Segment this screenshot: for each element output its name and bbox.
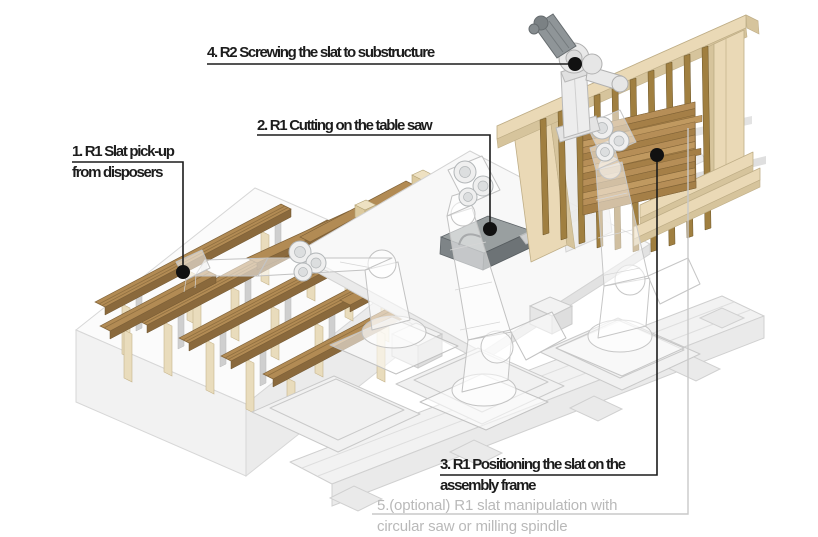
leader-step2 bbox=[257, 134, 491, 229]
anchor-dot-step3 bbox=[650, 148, 664, 162]
frame-right-upright bbox=[713, 29, 745, 173]
callout-step-3-line-1: 3. R1 Positioning the slat on the bbox=[440, 456, 626, 473]
callout-step-1-line-1: 1. R1 Slat pick-up bbox=[72, 143, 175, 160]
screwdriver-tool bbox=[528, 13, 577, 59]
anchor-dot-step1 bbox=[176, 265, 190, 279]
frame-bottom-rail bbox=[633, 151, 761, 247]
callout-step-4: 4. R2 Screwing the slat to substructure bbox=[207, 42, 435, 63]
leader-step5 bbox=[372, 128, 689, 515]
track-feet bbox=[328, 307, 746, 512]
leader-lines bbox=[72, 63, 689, 515]
callout-step-1: 1. R1 Slat pick-up from disposers bbox=[72, 141, 175, 183]
anchor-dot-step2 bbox=[483, 222, 497, 236]
anchor-dots bbox=[176, 57, 664, 279]
callout-step-2: 2. R1 Cutting on the table saw bbox=[257, 115, 433, 136]
robot-r1-cutting-ghost bbox=[419, 155, 567, 431]
callout-step-1-line-2: from disposers bbox=[72, 164, 163, 181]
leader-step3 bbox=[440, 155, 658, 476]
anchor-dot-step4 bbox=[568, 57, 582, 71]
callout-step-3: 3. R1 Positioning the slat on the assemb… bbox=[440, 454, 626, 496]
callout-step-5-line-1: 5.(optional) R1 slat manipulation with bbox=[377, 497, 618, 514]
callout-step-3-line-2: assembly frame bbox=[440, 477, 537, 494]
callout-step-2-line-1: 2. R1 Cutting on the table saw bbox=[257, 117, 433, 134]
callout-step-5-line-2: circular saw or milling spindle bbox=[377, 518, 568, 535]
robot-r1-pickup-ghost bbox=[175, 240, 459, 375]
leader-step1 bbox=[72, 161, 184, 272]
robot-r1-positioning-ghost bbox=[555, 109, 701, 377]
callout-step-4-line-1: 4. R2 Screwing the slat to substructure bbox=[207, 44, 435, 61]
callout-step-5: 5.(optional) R1 slat manipulation with c… bbox=[377, 495, 617, 537]
